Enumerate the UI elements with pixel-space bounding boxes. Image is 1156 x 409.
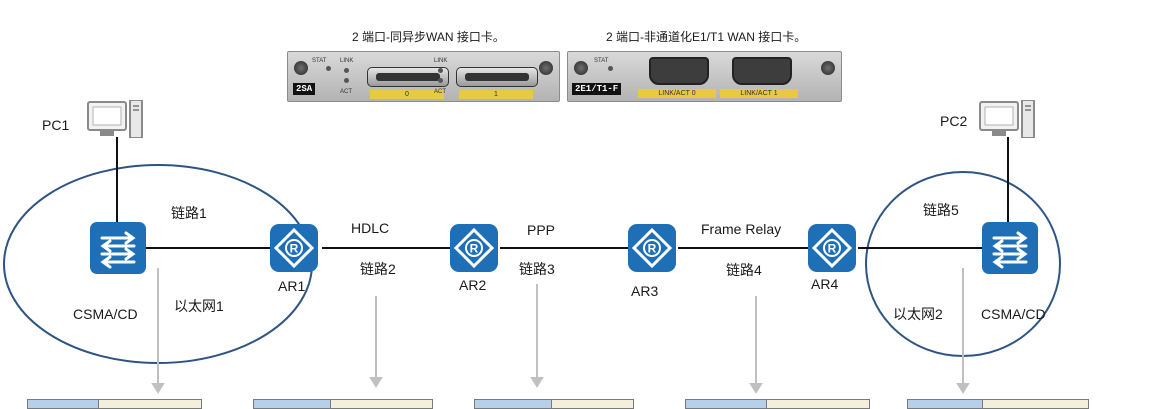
frame-table-body-cell bbox=[767, 400, 869, 408]
frame-table-header-cell bbox=[28, 400, 99, 408]
card-caption: 2 端口-同异步WAN 接口卡。 bbox=[352, 30, 505, 44]
network2-access: CSMA/CD bbox=[981, 306, 1046, 322]
screw-icon bbox=[539, 61, 553, 75]
router-ar2-label: AR2 bbox=[459, 277, 487, 293]
status-led-icon bbox=[608, 66, 613, 71]
port-label-strip: 0 bbox=[370, 90, 444, 99]
frame-table-header-cell bbox=[686, 400, 767, 408]
network2-name: 以太网2 bbox=[893, 306, 943, 322]
port-label-strip: LINK/ACT 1 bbox=[720, 89, 798, 98]
router-ar4-label: AR4 bbox=[811, 276, 839, 292]
pc2-label: PC2 bbox=[940, 113, 968, 129]
arrow-head bbox=[369, 377, 383, 388]
screw-icon bbox=[821, 61, 835, 75]
link3-protocol: PPP bbox=[527, 222, 556, 238]
silk-label: LINK bbox=[340, 58, 354, 64]
link2-label: 链路2 bbox=[360, 261, 396, 277]
frame-format-table bbox=[474, 399, 634, 409]
arrow-head bbox=[151, 383, 165, 394]
switch2-icon bbox=[982, 222, 1038, 274]
frame-table-body-cell bbox=[552, 400, 633, 408]
frame-table-body-cell bbox=[331, 400, 432, 408]
port-label-strip: 1 bbox=[459, 90, 533, 99]
network1-access: CSMA/CD bbox=[73, 306, 138, 322]
frame-table-header-cell bbox=[475, 400, 552, 408]
router-ar3-icon: R bbox=[628, 224, 676, 272]
status-led-icon bbox=[344, 78, 349, 83]
link4-label: 链路4 bbox=[726, 262, 762, 278]
frame-table-body-cell bbox=[983, 400, 1088, 408]
router-glyph: R bbox=[470, 242, 479, 256]
frame-format-table bbox=[685, 399, 870, 409]
frame-format-table bbox=[253, 399, 433, 409]
pc2-computer-icon bbox=[979, 100, 1035, 138]
card-badge: 2E1/T1-F bbox=[572, 83, 622, 95]
frame-table-header-cell bbox=[254, 400, 331, 408]
arrow-head bbox=[530, 377, 544, 388]
router-ar2-icon: R bbox=[450, 224, 498, 272]
status-led-icon bbox=[438, 78, 443, 83]
silk-label: ACT bbox=[340, 89, 352, 95]
arrow-head bbox=[749, 383, 763, 394]
frame-table-body-cell bbox=[99, 400, 201, 408]
link4-protocol: Frame Relay bbox=[701, 221, 782, 237]
frame-format-table bbox=[907, 399, 1089, 409]
silk-label: LINK bbox=[434, 58, 448, 64]
router-glyph: R bbox=[648, 242, 657, 256]
silk-label: ACT bbox=[434, 89, 446, 95]
status-led-icon bbox=[326, 66, 331, 71]
frame-table-header-cell bbox=[908, 400, 983, 408]
link2-protocol: HDLC bbox=[351, 220, 390, 236]
link3-label: 链路3 bbox=[519, 261, 555, 277]
router-ar1-label: AR1 bbox=[278, 278, 306, 294]
router-ar3-label: AR3 bbox=[631, 283, 659, 299]
screw-icon bbox=[294, 61, 308, 75]
screw-icon bbox=[574, 61, 588, 75]
db9-port-0 bbox=[649, 57, 709, 85]
router-glyph: R bbox=[290, 242, 299, 256]
interface-card-2sa: 2SA STAT LINK ACT 0 LINK ACT 1 bbox=[287, 51, 560, 102]
router-glyph: R bbox=[828, 242, 837, 256]
card-caption: 2 端口-非通道化E1/T1 WAN 接口卡。 bbox=[606, 30, 807, 44]
link5-label: 链路5 bbox=[923, 202, 959, 218]
frame-format-table bbox=[27, 399, 202, 409]
pc1-computer-icon bbox=[87, 100, 143, 138]
card-badge: 2SA bbox=[293, 83, 316, 95]
serial-port-0 bbox=[367, 67, 449, 87]
status-led-icon bbox=[344, 68, 349, 73]
db9-port-1 bbox=[732, 57, 792, 85]
silk-label: STAT bbox=[312, 58, 327, 64]
router-ar1-icon: R bbox=[270, 224, 318, 272]
router-ar4-icon: R bbox=[808, 224, 856, 272]
pc1-label: PC1 bbox=[42, 117, 70, 133]
serial-port-1 bbox=[456, 67, 538, 87]
switch1-icon bbox=[90, 222, 146, 274]
silk-label: STAT bbox=[594, 58, 609, 64]
interface-card-2e1t1: 2E1/T1-F STAT LINK/ACT 0 LINK/ACT 1 bbox=[567, 51, 842, 102]
arrow-head bbox=[956, 383, 970, 394]
port-label-strip: LINK/ACT 0 bbox=[638, 89, 716, 98]
network1-name: 以太网1 bbox=[174, 298, 224, 314]
link1-label: 链路1 bbox=[171, 205, 207, 221]
status-led-icon bbox=[438, 68, 443, 73]
